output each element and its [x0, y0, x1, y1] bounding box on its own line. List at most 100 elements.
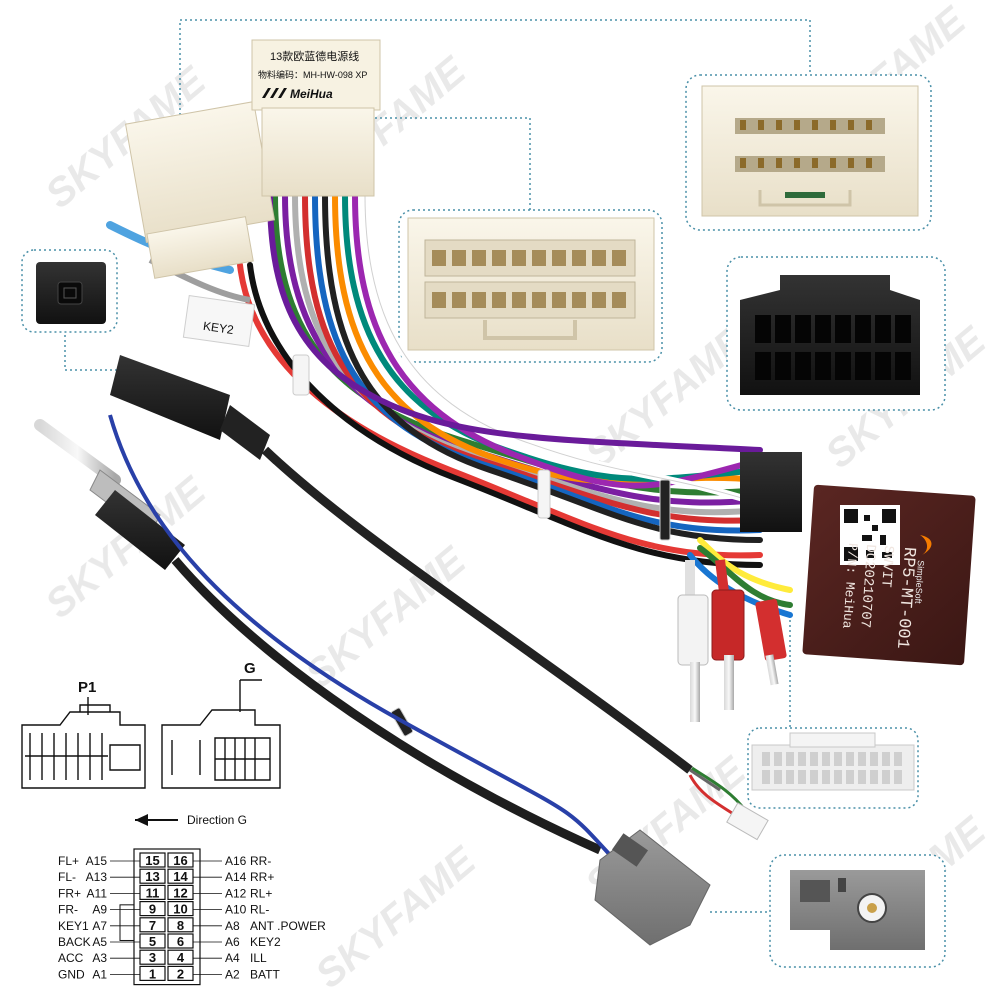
decoder-line2: SWVIT	[877, 545, 896, 588]
pin-box	[139, 884, 166, 901]
pin-box	[139, 933, 166, 949]
pin-box	[167, 900, 194, 917]
pin-code: A16	[225, 854, 247, 868]
pin-code: A9	[92, 903, 107, 917]
pin-number: 6	[177, 934, 184, 949]
decoder-line3: DC20210707	[856, 544, 878, 629]
connector-diagram: P1 G	[21, 660, 281, 789]
pin-code: A6	[225, 935, 240, 949]
pin-box	[139, 900, 166, 917]
pin-code: A2	[225, 967, 240, 981]
pin-number: 16	[173, 853, 187, 868]
pin-code: A12	[225, 886, 247, 900]
pin-signal-name: ACC	[58, 951, 84, 965]
pin-box	[167, 965, 194, 982]
pin-number: 7	[149, 918, 156, 933]
decoder-box: SimpleSoft RP5-MT-001 SWVIT DC20210707 P…	[802, 484, 976, 666]
rca-plugs	[677, 559, 787, 722]
pin-box	[139, 965, 166, 982]
pin-box	[139, 852, 166, 868]
watermark: SKYFAME	[308, 838, 485, 997]
pin-number: 9	[149, 902, 156, 917]
pin-number: 1	[149, 966, 156, 981]
pin-signal-name: BACK	[58, 935, 91, 949]
pin-number: 10	[173, 902, 187, 917]
harness-tag-line2: 物料编码：MH-HW-098 XP	[258, 69, 367, 80]
pin-signal-name: RR+	[250, 870, 274, 884]
wire-bundle	[237, 191, 793, 618]
pin-number: 2	[177, 966, 184, 981]
callout-gray-connector	[769, 854, 946, 968]
pin-signal-name: RL+	[250, 886, 272, 900]
pin-signal-name: BATT	[250, 967, 280, 981]
pin-signal-name: FL-	[58, 870, 76, 884]
g-label: G	[244, 660, 256, 677]
antenna-female-jack	[110, 355, 693, 774]
pin-signal-name: RL-	[250, 903, 269, 917]
pin-box	[139, 917, 166, 933]
pin-number: 3	[149, 950, 156, 965]
callout-small-black-connector	[21, 249, 118, 333]
pin-signal-name: ILL	[250, 951, 267, 965]
harness-tag-brand: MeiHua	[290, 87, 333, 101]
pin-number: 4	[177, 950, 185, 965]
cable-ties	[292, 354, 671, 737]
pin-code: A3	[92, 951, 107, 965]
pin-code: A8	[225, 919, 240, 933]
decoder-line4: P/N: MeiHua	[839, 542, 860, 629]
pin-signal-name: KEY2	[250, 935, 281, 949]
pin-signal-name: RR-	[250, 854, 271, 868]
pin-number: 11	[146, 885, 160, 900]
pin-signal-name: FR+	[58, 886, 81, 900]
cream-connector-main: 13款欧蓝德电源线 物料编码：MH-HW-098 XP MeiHua	[251, 39, 381, 197]
pin-code: A1	[92, 967, 107, 981]
pin-signal-name: ANT .POWER	[250, 919, 326, 933]
key2-label: KEY2	[202, 319, 235, 337]
harness-tag-line1: 13款欧蓝德电源线	[270, 49, 359, 63]
callout-cream-connector-mid	[398, 209, 663, 363]
antenna-male-plug	[34, 414, 612, 857]
pin-signal-name: FR-	[58, 903, 78, 917]
pin-number: 13	[145, 869, 159, 884]
cream-connector-left	[124, 101, 276, 279]
pin-code: A11	[87, 886, 108, 900]
pin-number: 15	[145, 853, 159, 868]
pin-number: 8	[177, 918, 184, 933]
p1-label: P1	[78, 679, 96, 696]
gray-plug	[594, 829, 711, 946]
pin-code: A13	[86, 870, 108, 884]
callout-cream-connector-top	[685, 74, 932, 231]
pin-code: A5	[92, 935, 107, 949]
pin-code: A7	[92, 919, 107, 933]
pin-code: A10	[225, 903, 247, 917]
pin-code: A15	[86, 854, 108, 868]
pin-signal-name: FL+	[58, 854, 79, 868]
pin-box	[139, 868, 166, 884]
pin-signal-name: KEY1	[58, 919, 89, 933]
pin-code: A14	[225, 870, 247, 884]
pin-box	[167, 917, 194, 933]
harness-black-connector	[740, 452, 802, 532]
direction-arrow: Direction G	[135, 813, 247, 827]
decoder-logo-icon	[920, 535, 932, 555]
pin-signal-name: GND	[58, 967, 85, 981]
pin-box	[167, 852, 194, 868]
key2-tag: KEY2	[182, 295, 256, 347]
pin-code: A4	[225, 951, 240, 965]
pin-box	[167, 933, 194, 949]
pin-number: 5	[149, 934, 156, 949]
small-white-connector	[688, 766, 769, 841]
pinout-latch	[119, 904, 135, 941]
pin-box	[167, 949, 194, 965]
pin-box	[167, 868, 194, 884]
pin-number: 14	[173, 869, 188, 884]
callout-black-connector	[726, 256, 946, 411]
decoder-small-text: SimpleSoft	[913, 560, 926, 605]
pin-box	[139, 949, 166, 965]
callout-white-connector-decoder	[747, 727, 919, 809]
pin-box	[167, 884, 194, 901]
meihua-logo-icon	[262, 88, 287, 98]
pin-number: 12	[173, 885, 187, 900]
